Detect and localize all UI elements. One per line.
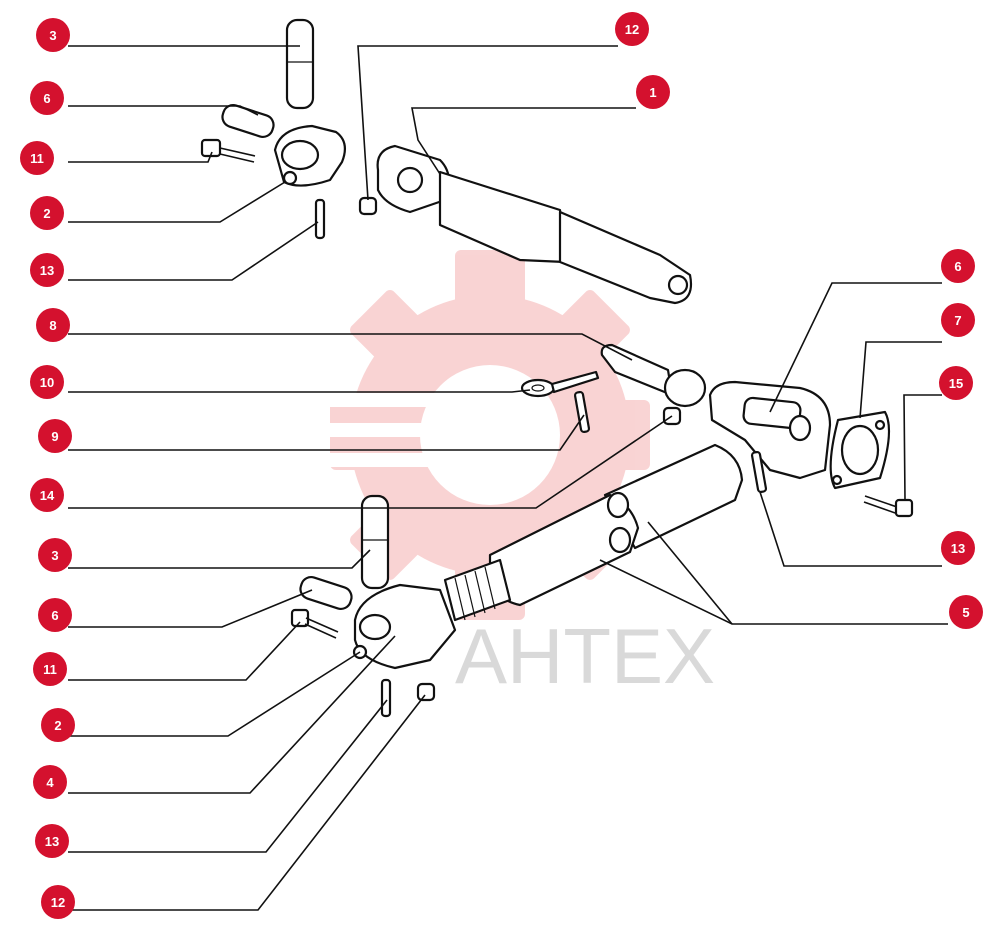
bushing-bottom [299,576,353,610]
svg-text:2: 2 [54,718,61,733]
callout-13-bottom[interactable]: 13 [35,824,69,858]
callout-7[interactable]: 7 [941,303,975,337]
lynch-washer [520,370,600,398]
callout-5[interactable]: 5 [949,595,983,629]
clevis-bottom [352,583,457,670]
right-yoke [708,380,832,480]
callout-badges: 3 6 11 2 13 8 10 9 14 3 6 11 2 4 13 12 1… [20,12,983,919]
svg-text:2: 2 [43,206,50,221]
callout-10[interactable]: 10 [30,365,64,399]
svg-text:4: 4 [46,775,54,790]
svg-text:13: 13 [45,834,59,849]
callout-12-bottom[interactable]: 12 [41,885,75,919]
callout-12-top[interactable]: 12 [615,12,649,46]
pin-top [285,18,315,110]
svg-text:8: 8 [49,318,56,333]
svg-text:9: 9 [51,429,58,444]
bolt-bottom [290,608,339,639]
bushing-top [221,104,275,138]
leader-lines [68,45,948,911]
split-pin-right [750,450,768,494]
callout-4[interactable]: 4 [33,765,67,799]
split-pin-9 [573,390,591,434]
svg-text:10: 10 [40,375,54,390]
callout-3-bottom[interactable]: 3 [38,538,72,572]
svg-text:5: 5 [962,605,969,620]
lower-link [443,443,744,622]
flange-plate [829,410,891,490]
svg-text:6: 6 [954,259,961,274]
svg-text:6: 6 [51,608,58,623]
callout-14[interactable]: 14 [30,478,64,512]
svg-text:1: 1 [649,85,656,100]
nut-bottom [416,682,436,702]
svg-text:12: 12 [625,22,639,37]
svg-text:14: 14 [40,488,55,503]
svg-text:11: 11 [30,151,44,166]
ball-pin [600,343,707,408]
callout-8[interactable]: 8 [36,308,70,342]
callout-13-right[interactable]: 13 [941,531,975,565]
split-pin-bottom [380,678,392,718]
callout-2-top[interactable]: 2 [30,196,64,230]
upper-link [376,144,693,305]
svg-text:11: 11 [43,662,57,677]
svg-text:12: 12 [51,895,65,910]
callout-2-bottom[interactable]: 2 [41,708,75,742]
pin-bottom [360,494,390,590]
svg-text:3: 3 [51,548,58,563]
svg-text:13: 13 [951,541,965,556]
svg-text:13: 13 [40,263,54,278]
callout-11-bottom[interactable]: 11 [33,652,67,686]
callout-3-top[interactable]: 3 [36,18,70,52]
callout-9[interactable]: 9 [38,419,72,453]
callout-6-top[interactable]: 6 [30,81,64,115]
callout-6-bottom[interactable]: 6 [38,598,72,632]
svg-text:3: 3 [49,28,56,43]
callout-13-top[interactable]: 13 [30,253,64,287]
callout-15[interactable]: 15 [939,366,973,400]
nut-top [358,196,378,216]
clevis-top [273,124,347,187]
svg-text:6: 6 [43,91,50,106]
callout-1[interactable]: 1 [636,75,670,109]
callout-6-right[interactable]: 6 [941,249,975,283]
bolt-15 [863,495,914,518]
watermark-text: AHTEX [455,612,715,700]
svg-text:7: 7 [954,313,961,328]
callout-11-top[interactable]: 11 [20,141,54,175]
split-pin-top [314,198,326,240]
bolt-top [200,138,256,163]
svg-text:15: 15 [949,376,963,391]
